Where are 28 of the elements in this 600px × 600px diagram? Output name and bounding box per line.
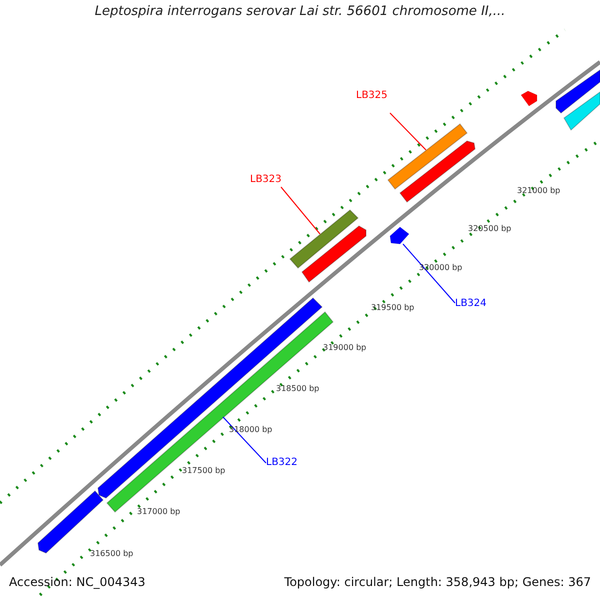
leader-line	[280, 186, 320, 234]
position-label: 317500 bp	[182, 467, 226, 475]
leader-line	[222, 416, 266, 464]
summary-text: Topology: circular; Length: 358,943 bp; Genes: 367	[284, 576, 591, 588]
gene-bar	[97, 297, 323, 499]
gene-feature	[390, 226, 410, 244]
accession-text: Accession: NC_004343	[9, 576, 146, 588]
gene-bar	[387, 123, 468, 190]
gene-label: LB323	[250, 175, 282, 185]
gene-bar	[301, 225, 366, 283]
gene-feature	[520, 90, 538, 106]
leader-line	[390, 112, 426, 150]
gene-label: LB325	[356, 91, 388, 101]
gene-bar	[399, 140, 476, 203]
leader-line	[402, 244, 456, 304]
position-label: 316500 bp	[90, 550, 134, 558]
position-label: 319000 bp	[323, 344, 366, 352]
gene-label: LB324	[455, 299, 487, 309]
position-label: 320500 bp	[468, 225, 512, 233]
position-label: 319500 bp	[371, 304, 414, 312]
title: Leptospira interrogans serovar Lai str. 56601 chromosome II,...	[94, 5, 506, 18]
position-label: 321000 bp	[517, 187, 560, 195]
gene-bar	[563, 91, 600, 131]
position-label: 318500 bp	[276, 385, 320, 393]
position-label: 317000 bp	[137, 508, 180, 516]
gene-bar	[289, 209, 359, 269]
gene-label: LB322	[266, 458, 298, 468]
gene-bar	[556, 69, 600, 114]
